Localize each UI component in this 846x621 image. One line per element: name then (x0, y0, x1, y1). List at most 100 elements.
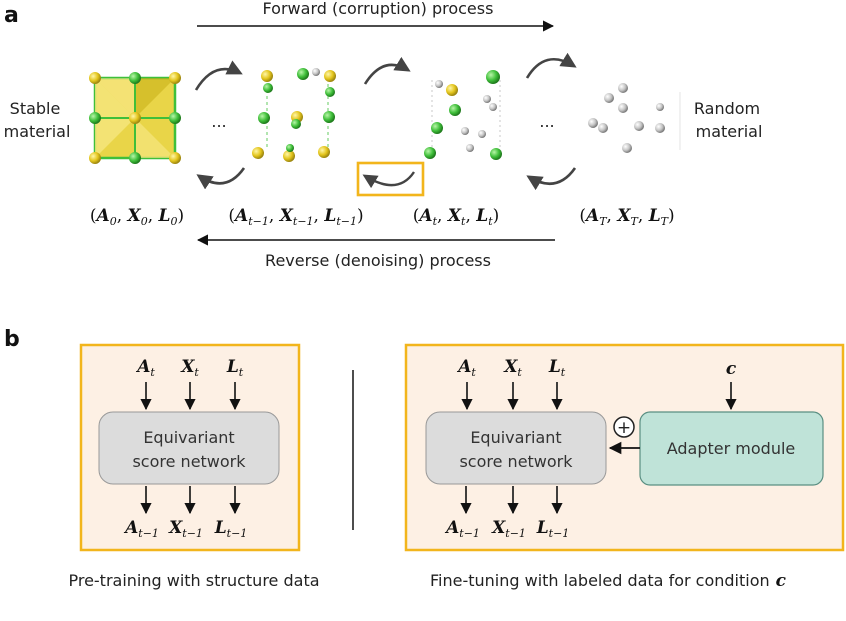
separator: , (148, 206, 159, 226)
var-subscript: t−1 (549, 527, 570, 540)
curved-arrow-reverse-1 (196, 167, 246, 190)
state-sub: t (488, 215, 493, 228)
stable-label-line1: Stable (10, 99, 61, 118)
adapter-label: Adapter module (667, 439, 796, 458)
reverse-label: Reverse (denoising) process (265, 251, 491, 270)
curved-arrow-reverse-2 (362, 171, 415, 189)
pretraining-inputs: At Xt Lt (135, 357, 244, 379)
curved-arrow-forward-3 (525, 52, 577, 79)
input-var-X: Xt (180, 357, 199, 379)
state-tuple-text: (At−1, Xt−1, Lt−1) (228, 206, 363, 228)
pretrain-network-line1: Equivariant (143, 428, 234, 447)
random-label-line2: material (696, 122, 763, 141)
paren-open: ( (413, 206, 420, 226)
output-var-X: Xt−1 (491, 518, 526, 540)
state-var: L (648, 206, 661, 226)
var-subscript: t−1 (459, 527, 480, 540)
var-subscript: t (517, 366, 522, 379)
input-var-A: At (135, 357, 155, 379)
separator: , (117, 206, 128, 226)
state-sub: T (599, 215, 608, 228)
input-var-A: At (456, 357, 476, 379)
state-sub: t (433, 215, 438, 228)
var-subscript: t−1 (138, 527, 159, 540)
state-var: A (584, 206, 599, 226)
separator: ) (668, 206, 675, 226)
separator: , (465, 206, 476, 226)
state-sub: T (661, 215, 670, 228)
state-tuple-text: (At, Xt, Lt) (413, 206, 500, 228)
separator: , (314, 206, 325, 226)
state-sub: t (461, 215, 466, 228)
separator: , (437, 206, 448, 226)
var-subscript: t−1 (227, 527, 248, 540)
var-symbol: A (123, 518, 138, 538)
state-sub: T (631, 215, 640, 228)
state-tuple-t: (At, Xt, Lt) (413, 206, 500, 228)
forward-label: Forward (corruption) process (263, 0, 494, 18)
state-var: L (323, 206, 336, 226)
var-symbol: A (135, 357, 150, 377)
structure-t-minus-1 (252, 68, 336, 162)
finetuning-caption-var: c (776, 571, 787, 591)
curved-arrow-forward-1 (194, 60, 243, 91)
curved-arrow-forward-2 (363, 56, 411, 85)
var-symbol: A (456, 357, 471, 377)
input-var-L: Lt (548, 357, 566, 379)
state-var: A (95, 206, 110, 226)
var-symbol: X (491, 518, 506, 538)
finetuning-caption: Fine-tuning with labeled data for condit… (430, 571, 787, 591)
separator: ) (493, 206, 500, 226)
separator: , (269, 206, 280, 226)
output-var-L: Lt−1 (214, 518, 248, 540)
output-var-X: Xt−1 (168, 518, 203, 540)
state-sub: t−1 (336, 215, 357, 228)
var-symbol: A (444, 518, 459, 538)
ellipsis-left: ... (211, 112, 226, 131)
input-var-L: Lt (226, 357, 244, 379)
state-sub: 0 (141, 215, 148, 228)
state-tuple-text: (AT, XT, LT) (579, 206, 674, 228)
separator: , (638, 206, 649, 226)
paren-open: ( (579, 206, 586, 226)
state-var: L (475, 206, 488, 226)
finetune-network-line1: Equivariant (470, 428, 561, 447)
output-var-L: Lt−1 (536, 518, 570, 540)
stable-crystal-structure (89, 72, 181, 164)
pretraining-caption: Pre-training with structure data (68, 571, 319, 590)
plus-sign: + (617, 418, 631, 438)
separator: , (607, 206, 618, 226)
finetuning-caption-text: Fine-tuning with labeled data for condit… (430, 571, 770, 590)
pretrain-score-network (98, 411, 280, 485)
var-symbol: X (168, 518, 183, 538)
state-tuple-t-minus-1: (At−1, Xt−1, Lt−1) (228, 206, 363, 228)
state-var: A (233, 206, 248, 226)
highlight-box (356, 161, 425, 197)
finetune-score-network (425, 411, 607, 485)
condition-var: c (726, 359, 737, 379)
random-label-line1: Random (694, 99, 760, 118)
state-tuple-T: (AT, XT, LT) (579, 206, 674, 228)
var-symbol: X (503, 357, 518, 377)
ellipsis-right: ... (539, 112, 554, 131)
state-tuple-0: (A0, X0, L0) (90, 206, 184, 228)
state-sub: 0 (170, 215, 177, 228)
var-subscript: t−1 (182, 527, 203, 540)
state-var: A (417, 206, 432, 226)
var-subscript: t (561, 366, 566, 379)
var-subscript: t (150, 366, 155, 379)
var-subscript: t (471, 366, 476, 379)
paren-open: ( (90, 206, 97, 226)
panel-b-letter: b (4, 327, 20, 352)
state-tuple-text: (A0, X0, L0) (90, 206, 184, 228)
state-sub: 0 (110, 215, 117, 228)
output-var-A: At−1 (444, 518, 480, 540)
structure-t (424, 70, 502, 160)
separator: ) (177, 206, 184, 226)
input-var-X: Xt (503, 357, 522, 379)
state-var: X (279, 206, 294, 226)
var-symbol: L (214, 518, 227, 538)
